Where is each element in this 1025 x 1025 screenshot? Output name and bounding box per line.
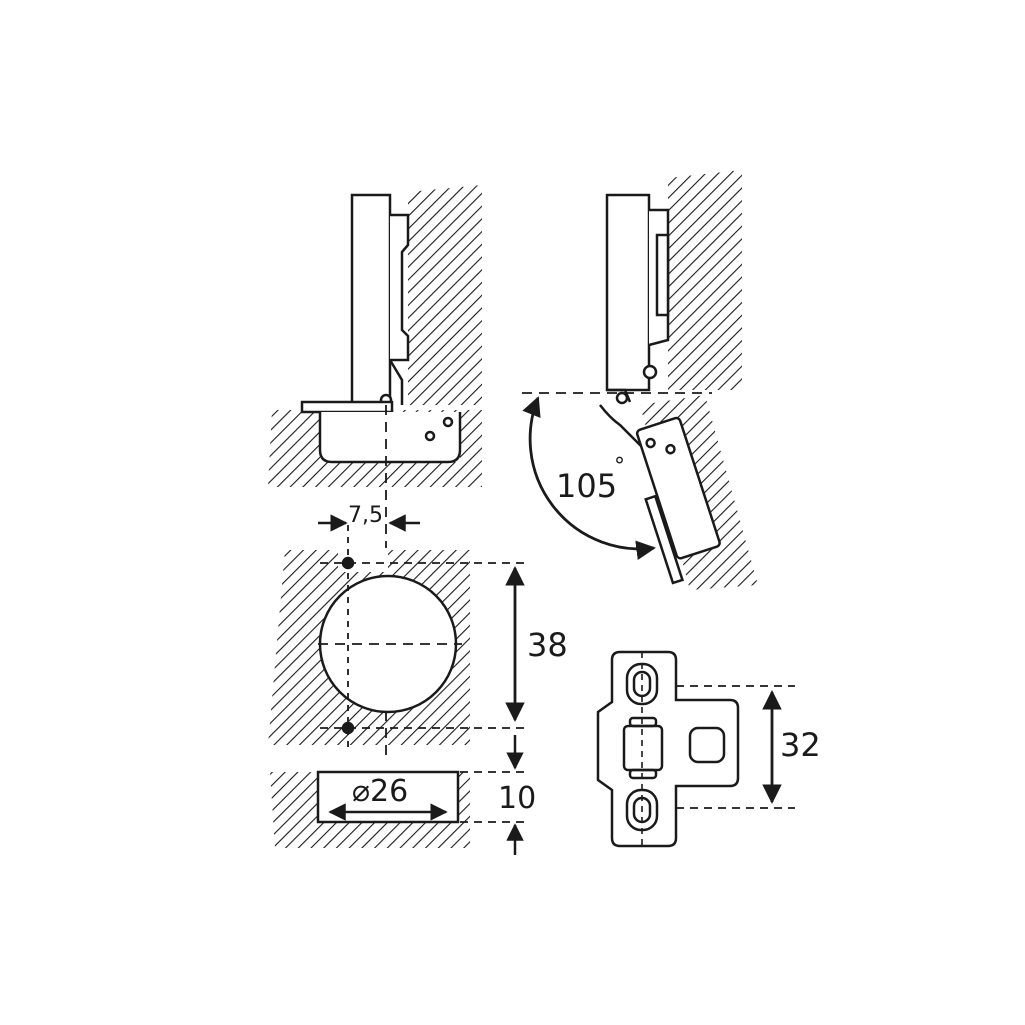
drilling-plan-view bbox=[268, 514, 530, 855]
cup-section-view bbox=[270, 770, 470, 848]
mounting-plate-view bbox=[596, 650, 795, 848]
plate-spacing-label: 32 bbox=[780, 726, 821, 764]
cup-diameter-label: ⌀26 bbox=[352, 774, 408, 809]
plate-square-hole bbox=[688, 726, 726, 764]
overlay-offset-label: 7,5 bbox=[348, 503, 383, 528]
hole-spacing-label: 38 bbox=[527, 626, 568, 664]
angle-arc bbox=[522, 396, 656, 560]
hinge-arm bbox=[350, 193, 392, 407]
cup-depth-label: 10 bbox=[498, 781, 536, 816]
degree-symbol: ° bbox=[614, 454, 625, 479]
opening-angle-label: 105 bbox=[556, 467, 617, 505]
cabinet-side-wall-open bbox=[668, 170, 742, 390]
screw-hole-bottom bbox=[341, 721, 355, 735]
screw-hole-top bbox=[341, 556, 355, 570]
open-hinge-view bbox=[522, 170, 758, 590]
hinge-cup bbox=[318, 412, 462, 464]
mounting-plate bbox=[596, 650, 740, 848]
hinge-flange bbox=[300, 400, 394, 414]
cabinet-side-wall bbox=[408, 185, 482, 405]
hinge-arm-open bbox=[605, 193, 651, 392]
